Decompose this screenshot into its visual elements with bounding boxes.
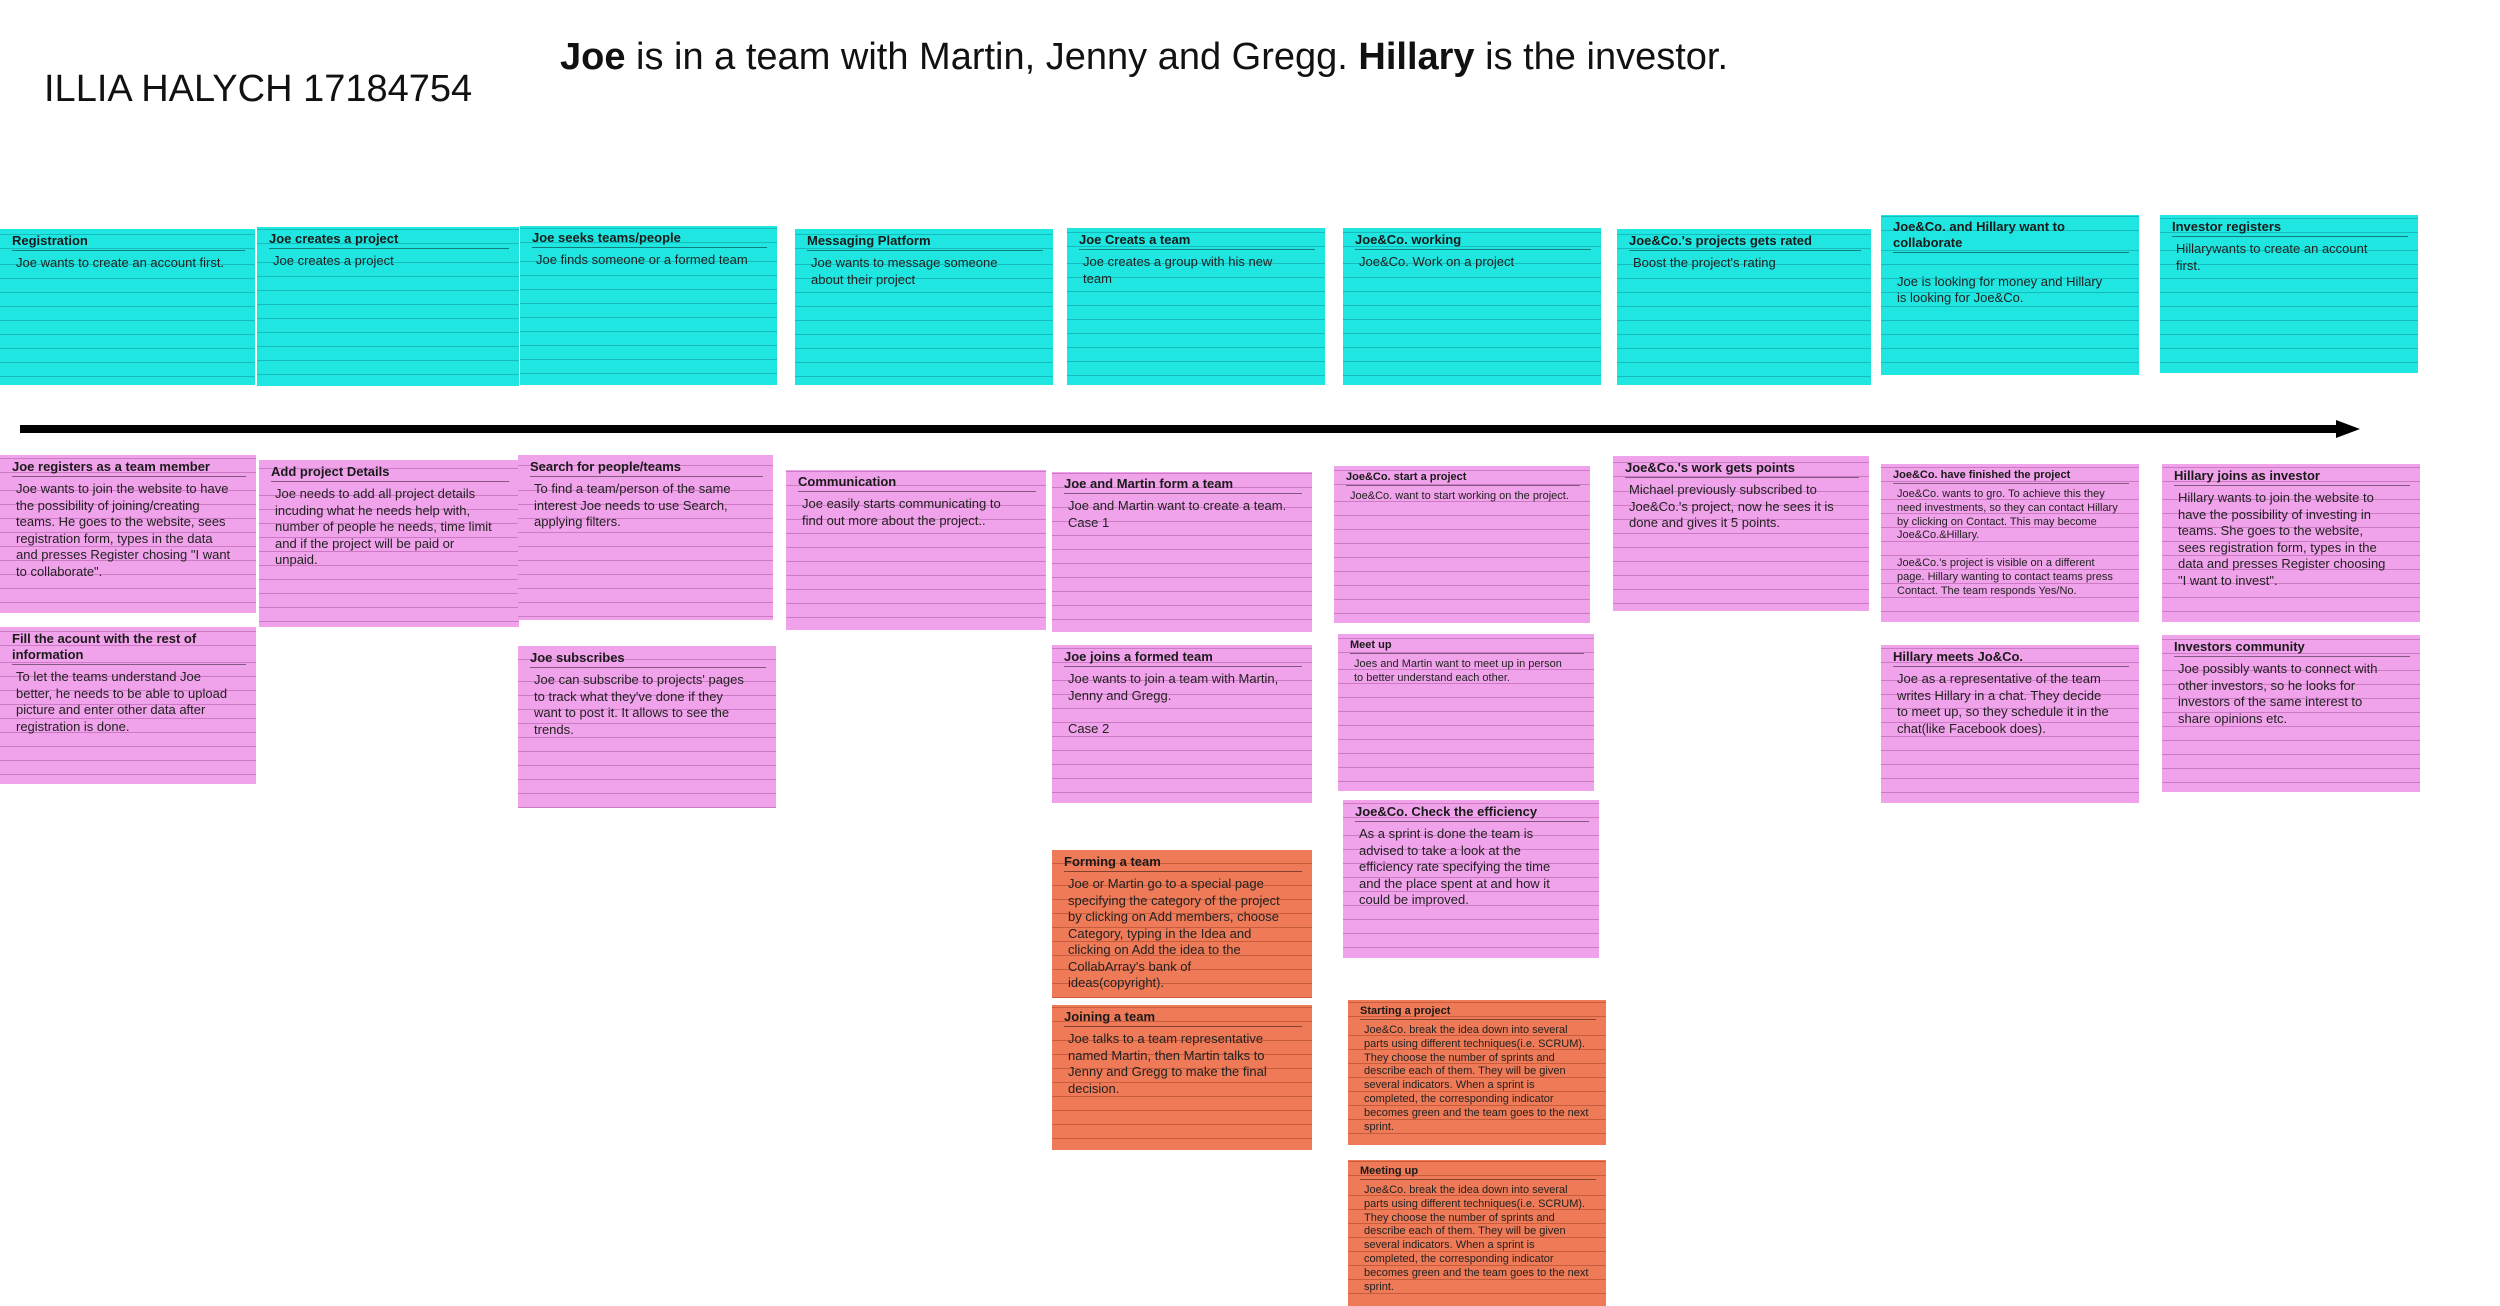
card-joining-team[interactable]: Joining a team Joe talks to a team repre… bbox=[1052, 1005, 1312, 1150]
card-body: Michael previously subscribed to Joe&Co.… bbox=[1629, 482, 1834, 530]
card-body: Joe&Co. Work on a project bbox=[1359, 254, 1515, 269]
card-body: Joe as a representative of the team writ… bbox=[1897, 671, 2109, 736]
card-body: Joe creates a project bbox=[273, 253, 394, 268]
headline-name-joe: Joe bbox=[560, 36, 626, 78]
card-join-formed-team[interactable]: Joe joins a formed team Joe wants to joi… bbox=[1052, 645, 1312, 803]
card-title: Communication bbox=[798, 474, 1036, 492]
card-start-project[interactable]: Joe&Co. start a project Joe&Co. want to … bbox=[1334, 466, 1590, 623]
card-meeting-up[interactable]: Meeting up Joe&Co. break the idea down i… bbox=[1348, 1160, 1606, 1306]
card-joe-creates-project[interactable]: Joe creates a project Joe creates a proj… bbox=[257, 227, 519, 386]
card-title: Fill the acount with the rest of informa… bbox=[12, 631, 246, 665]
card-joe-creates-team[interactable]: Joe Creats a team Joe creates a group wi… bbox=[1067, 228, 1325, 385]
card-title: Joining a team bbox=[1064, 1009, 1302, 1027]
card-joeco-rated[interactable]: Joe&Co.'s projects gets rated Boost the … bbox=[1617, 229, 1871, 385]
headline: Joe is in a team with Martin, Jenny and … bbox=[560, 36, 1728, 79]
card-check-efficiency[interactable]: Joe&Co. Check the efficiency As a sprint… bbox=[1343, 800, 1599, 958]
card-work-points[interactable]: Joe&Co.'s work gets points Michael previ… bbox=[1613, 456, 1869, 611]
card-title: Joe&Co. and Hillary want to collaborate bbox=[1893, 219, 2129, 253]
card-title: Hillary meets Jo&Co. bbox=[1893, 649, 2129, 667]
card-title: Joe&Co.'s work gets points bbox=[1625, 460, 1859, 478]
card-investors-community[interactable]: Investors community Joe possibly wants t… bbox=[2162, 635, 2420, 792]
card-registration[interactable]: Registration Joe wants to create an acco… bbox=[0, 229, 255, 385]
card-title: Joe registers as a team member bbox=[12, 459, 246, 477]
headline-text-2: is the investor. bbox=[1474, 36, 1729, 78]
card-title: Joe&Co. working bbox=[1355, 232, 1591, 250]
card-title: Meet up bbox=[1350, 638, 1584, 654]
card-add-project-details[interactable]: Add project Details Joe needs to add all… bbox=[259, 460, 519, 627]
card-title: Hillary joins as investor bbox=[2174, 468, 2410, 486]
arrow-right-icon bbox=[20, 420, 2360, 438]
card-body: Joe and Martin want to create a team. Ca… bbox=[1068, 498, 1287, 530]
card-joe-subscribes[interactable]: Joe subscribes Joe can subscribe to proj… bbox=[518, 646, 776, 808]
card-hillary-meets[interactable]: Hillary meets Jo&Co. Joe as a representa… bbox=[1881, 645, 2139, 803]
card-fill-account[interactable]: Fill the acount with the rest of informa… bbox=[0, 627, 256, 784]
card-body: Joe creates a group with his new team bbox=[1083, 254, 1273, 286]
card-body: Joe possibly wants to connect with other… bbox=[2178, 661, 2378, 726]
card-title: Search for people/teams bbox=[530, 459, 763, 477]
card-form-team[interactable]: Joe and Martin form a team Joe and Marti… bbox=[1052, 472, 1312, 632]
card-body: Joe wants to join a team with Martin, Je… bbox=[1068, 671, 1279, 736]
card-body: Joe needs to add all project details inc… bbox=[275, 486, 492, 567]
card-body: Joe easily starts communicating to find … bbox=[802, 496, 1001, 528]
card-title: Joe Creats a team bbox=[1079, 232, 1315, 250]
card-starting-project[interactable]: Starting a project Joe&Co. break the ide… bbox=[1348, 1000, 1606, 1145]
card-body: Hillarywants to create an account first. bbox=[2176, 241, 2368, 273]
card-title: Joe subscribes bbox=[530, 650, 766, 668]
card-title: Joe joins a formed team bbox=[1064, 649, 1302, 667]
card-title: Investor registers bbox=[2172, 219, 2408, 237]
card-body: Joe talks to a team representative named… bbox=[1068, 1031, 1267, 1096]
card-forming-team[interactable]: Forming a team Joe or Martin go to a spe… bbox=[1052, 850, 1312, 998]
card-messaging-platform[interactable]: Messaging Platform Joe wants to message … bbox=[795, 229, 1053, 385]
card-title: Joe&Co. start a project bbox=[1346, 470, 1580, 486]
card-body: Joe wants to join the website to have th… bbox=[16, 481, 231, 579]
card-body: Joe can subscribe to projects' pages to … bbox=[534, 672, 744, 737]
card-body: As a sprint is done the team is advised … bbox=[1359, 826, 1551, 907]
card-meet-up[interactable]: Meet up Joes and Martin want to meet up … bbox=[1338, 634, 1594, 791]
card-title: Investors community bbox=[2174, 639, 2410, 657]
card-title: Joe and Martin form a team bbox=[1064, 476, 1302, 494]
card-body: Hillary wants to join the website to hav… bbox=[2178, 490, 2386, 588]
card-title: Forming a team bbox=[1064, 854, 1302, 872]
card-finished-project[interactable]: Joe&Co. have finished the project Joe&Co… bbox=[1881, 464, 2139, 622]
card-title: Joe&Co.'s projects gets rated bbox=[1629, 233, 1861, 251]
card-body: Joe wants to create an account first. bbox=[16, 255, 225, 270]
card-body: Joe finds someone or a formed team bbox=[536, 252, 748, 267]
card-body: To let the teams understand Joe better, … bbox=[16, 669, 228, 734]
card-joe-seeks-teams[interactable]: Joe seeks teams/people Joe finds someone… bbox=[520, 226, 777, 385]
card-search-people[interactable]: Search for people/teams To find a team/p… bbox=[518, 455, 773, 620]
card-body: Joe or Martin go to a special page speci… bbox=[1068, 876, 1280, 990]
card-title: Add project Details bbox=[271, 464, 509, 482]
card-body: Joe&Co. want to start working on the pro… bbox=[1350, 490, 1569, 502]
card-title: Joe&Co. have finished the project bbox=[1893, 468, 2129, 484]
headline-text-1: is in a team with Martin, Jenny and Greg… bbox=[625, 36, 1359, 78]
card-title: Starting a project bbox=[1360, 1004, 1596, 1020]
card-hillary-joins[interactable]: Hillary joins as investor Hillary wants … bbox=[2162, 464, 2420, 622]
card-title: Joe creates a project bbox=[269, 231, 509, 249]
card-body: Joes and Martin want to meet up in perso… bbox=[1354, 658, 1562, 684]
card-collaborate[interactable]: Joe&Co. and Hillary want to collaborate … bbox=[1881, 215, 2139, 375]
card-investor-registers[interactable]: Investor registers Hillarywants to creat… bbox=[2160, 215, 2418, 373]
card-body: To find a team/person of the same intere… bbox=[534, 481, 731, 529]
timeline-arrow bbox=[20, 420, 2360, 438]
card-title: Meeting up bbox=[1360, 1164, 1596, 1180]
card-title: Joe seeks teams/people bbox=[532, 230, 767, 248]
headline-name-hillary: Hillary bbox=[1358, 36, 1475, 78]
card-title: Joe&Co. Check the efficiency bbox=[1355, 804, 1589, 822]
card-body: Joe&Co. wants to gro. To achieve this th… bbox=[1897, 488, 2118, 597]
card-joeco-working[interactable]: Joe&Co. working Joe&Co. Work on a projec… bbox=[1343, 228, 1601, 385]
card-communication[interactable]: Communication Joe easily starts communic… bbox=[786, 470, 1046, 630]
card-body: Boost the project's rating bbox=[1633, 255, 1776, 270]
card-team-member-register[interactable]: Joe registers as a team member Joe wants… bbox=[0, 455, 256, 613]
card-body: Joe&Co. break the idea down into several… bbox=[1364, 1024, 1589, 1133]
card-body: Joe is looking for money and Hillary is … bbox=[1897, 273, 2103, 306]
card-title: Registration bbox=[12, 233, 245, 251]
card-body: Joe&Co. break the idea down into several… bbox=[1364, 1184, 1589, 1293]
author-label: ILLIA HALYCH 17184754 bbox=[44, 68, 473, 110]
card-title: Messaging Platform bbox=[807, 233, 1043, 251]
card-body: Joe wants to message someone about their… bbox=[811, 255, 998, 287]
